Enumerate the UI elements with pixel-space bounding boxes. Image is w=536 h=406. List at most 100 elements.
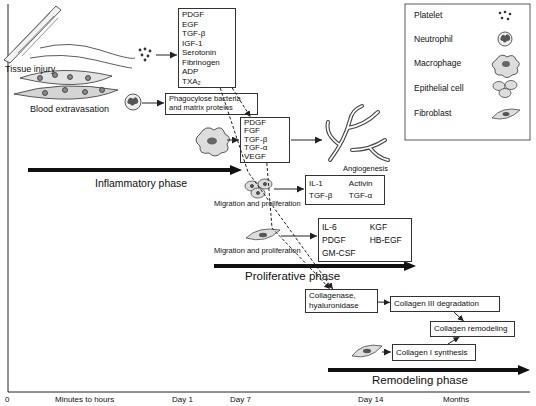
- legend-neutrophil-icon: [498, 32, 512, 46]
- legend-text: Macrophage: [414, 58, 461, 68]
- box-text: TXA₂: [182, 77, 232, 87]
- phase-arrow-head: [518, 365, 530, 375]
- process-box: Collagen III degradation: [390, 296, 500, 312]
- legend-entry: Platelet: [414, 10, 442, 20]
- illustration-label: Tissue injury: [5, 64, 55, 74]
- blood-cell: [43, 91, 48, 96]
- box-text: Collagen I synthesis: [396, 346, 472, 359]
- release-arrow: [227, 140, 239, 141]
- legend-text: Fibroblast: [414, 108, 451, 118]
- scalpel-hatch: [14, 13, 58, 56]
- legend-macrophage-icon: [492, 55, 519, 77]
- illustration-label: Blood extravasation: [30, 104, 109, 114]
- legend-frame: [405, 4, 530, 140]
- legend-text: Epithelial cell: [414, 83, 464, 93]
- release-arrow: [156, 55, 177, 56]
- phase-label: Remodeling phase: [372, 374, 468, 386]
- legend-text: Platelet: [414, 10, 442, 20]
- box-text: ADP: [182, 67, 232, 77]
- factor-box: IL-6 KGF PDGF HB-EGF GM-CSF: [318, 218, 412, 262]
- box-text: KGF: [370, 221, 408, 234]
- process-note: Migration and proliferation: [214, 199, 301, 208]
- box-text: Phagocylose bacteria and matrix proteins: [169, 95, 254, 113]
- box-text: PDGF: [182, 10, 232, 20]
- legend-platelet-icon: [499, 11, 512, 21]
- box-text: Activin: [349, 178, 381, 190]
- legend-entry: Macrophage: [414, 58, 461, 68]
- phase-label: Proliferative phase: [245, 270, 340, 282]
- blood-cell: [86, 76, 91, 81]
- legend-entry: Epithelial cell: [414, 83, 464, 93]
- box-text: Collagen III degradation: [394, 298, 496, 310]
- neutrophil-icon: [125, 94, 141, 110]
- legend-epithelial-icon: [493, 81, 517, 98]
- box-text: Fibrinogen: [182, 58, 232, 68]
- fibroblast-icon: [352, 345, 382, 357]
- box-text: TGF-β: [244, 136, 286, 144]
- time-axis: [8, 392, 530, 393]
- time-tick-label: 0: [5, 395, 9, 404]
- blood-cell: [63, 88, 68, 93]
- box-text: TGF-α: [349, 190, 381, 202]
- legend-entry: Fibroblast: [414, 108, 451, 118]
- box-text: TGF-β: [309, 190, 341, 202]
- flow-arrow: [448, 337, 459, 344]
- box-text: IL-1: [309, 178, 341, 190]
- box-text: TGF-β: [182, 29, 232, 39]
- epithelial-cell-icon: [245, 179, 272, 198]
- blood-cell: [100, 88, 105, 93]
- phase-arrow-head: [230, 165, 242, 175]
- time-tick-label: Months: [443, 395, 469, 404]
- factor-box: IL-1 ActivinTGF-β TGF-α: [305, 175, 385, 205]
- illustration-label: Angiogenesis: [343, 164, 388, 173]
- action-arrow: [142, 103, 164, 104]
- blood-cell: [38, 76, 43, 81]
- box-text: Collagenase, hyaluronidase: [309, 291, 374, 311]
- phase-arrow: [28, 168, 232, 172]
- box-text: IGF-1: [182, 39, 232, 49]
- synthesis-arrow: [382, 352, 391, 353]
- time-tick-label: Minutes to hours: [55, 395, 114, 404]
- box-text: PDGF: [322, 234, 362, 247]
- blood-vessel: [14, 86, 118, 99]
- legend-text: Neutrophil: [414, 34, 453, 44]
- flow-arrow: [378, 302, 390, 303]
- phase-arrow-head: [404, 261, 416, 271]
- fibroblast-icon: [246, 229, 280, 240]
- process-box: Phagocylose bacteria and matrix proteins: [165, 93, 258, 115]
- legend-entry: Neutrophil: [414, 34, 453, 44]
- time-tick-label: Day 14: [358, 395, 383, 404]
- box-text: TGF-α: [244, 144, 286, 152]
- scalpel: [4, 6, 61, 63]
- process-box: Collagen I synthesis: [392, 344, 476, 361]
- tissue-line: [40, 44, 135, 58]
- platelet-icon: [139, 48, 152, 62]
- time-tick-label: Day 7: [230, 395, 251, 404]
- box-text: Collagen remodeling: [434, 323, 511, 335]
- box-text: EGF: [182, 20, 232, 30]
- angiogenesis-arrow: [291, 140, 322, 141]
- blood-cell: [83, 90, 88, 95]
- box-text: GM-CSF: [322, 247, 362, 260]
- release-arrow: [281, 236, 317, 237]
- box-text: IL-6: [322, 221, 362, 234]
- box-text: PDGF: [244, 119, 286, 127]
- time-tick-label: Day 1: [172, 395, 193, 404]
- box-text: HB-EGF: [370, 234, 408, 247]
- angiogenesis-illustration: [328, 106, 389, 160]
- factor-box: PDGFEGFTGF-βIGF-1SerotoninFibrinogenADPT…: [178, 8, 236, 88]
- release-arrow: [274, 189, 304, 190]
- process-box: Collagen remodeling: [430, 321, 515, 337]
- phase-arrow: [214, 264, 406, 268]
- blood-cell: [68, 75, 73, 80]
- phase-label: Inflammatory phase: [95, 177, 187, 189]
- process-note: Migration and proliferation: [214, 246, 301, 255]
- legend-fibroblast-icon: [492, 109, 520, 119]
- box-text: VEGF: [244, 153, 286, 161]
- box-text: Serotonin: [182, 48, 232, 58]
- tissue-injury-illustration: [4, 6, 135, 99]
- factor-box: PDGFFGFTGF-βTGF-αVEGF: [240, 117, 290, 163]
- box-text: FGF: [244, 127, 286, 135]
- flow-arrow: [454, 312, 464, 321]
